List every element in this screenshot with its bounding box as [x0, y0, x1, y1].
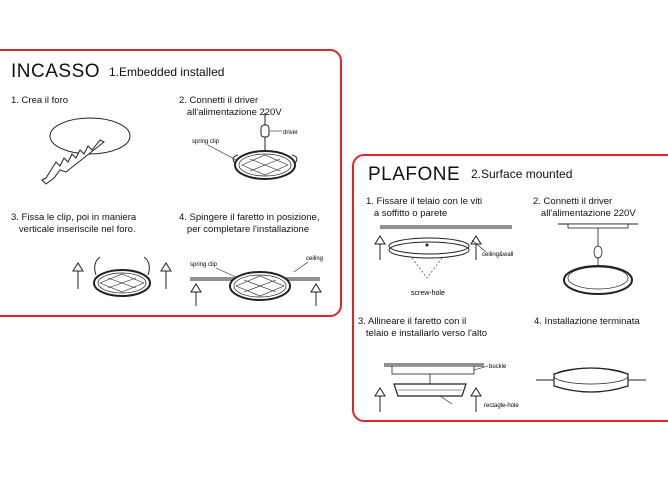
installed-fixture-illustration	[536, 367, 646, 393]
rectangle-hole-label: rectagle-hole	[484, 403, 519, 409]
clip-insert-illustration	[72, 256, 172, 297]
incasso-panel	[0, 49, 342, 317]
ceiling-wall-label: ceiling&wall	[482, 252, 513, 258]
plafone-step-2: 2. Connetti il driver all'alimentazione …	[533, 196, 636, 219]
incasso-step-4: 4. Spingere il faretto in posizione, per…	[179, 212, 320, 235]
incasso-step-1: 1. Crea il foro	[11, 95, 69, 106]
ceiling-label: ceiling	[306, 256, 323, 262]
buckle-label: buckle	[489, 364, 507, 370]
plafone-step-4: 4. Installazione terminata	[534, 316, 640, 327]
incasso-step-2: 2. Connetti il driver all'alimentazione …	[179, 95, 282, 118]
driver-label: driver	[283, 130, 298, 136]
spring-clip-label-2: spring clip	[190, 262, 218, 268]
plafone-step-3: 3. Allineare il faretto con il telaio e …	[358, 316, 488, 339]
surface-driver-illustration	[558, 223, 638, 295]
plafone-step-1: 1. Fissare il telaio con le viti a soffi…	[366, 196, 483, 219]
frame-screw-illustration: ceiling&wall screw-hole	[374, 225, 513, 297]
driver-connection-illustration: driver spring clip	[192, 113, 298, 180]
spring-clip-label: spring clip	[192, 139, 220, 145]
screw-hole-label: screw-hole	[411, 290, 445, 297]
saw-hole-illustration	[41, 117, 131, 185]
plafone-subtitle: 2.Surface mounted	[471, 167, 573, 181]
align-frame-illustration: buckle rectagle-hole	[374, 363, 519, 412]
incasso-step-3: 3. Fissa le clip, poi in maniera vertica…	[11, 212, 137, 235]
incasso-subtitle: 1.Embedded installed	[109, 65, 225, 79]
incasso-title: INCASSO	[11, 61, 101, 82]
push-into-ceiling-illustration: ceiling spring clip	[190, 256, 323, 306]
plafone-title: PLAFONE	[368, 164, 461, 185]
